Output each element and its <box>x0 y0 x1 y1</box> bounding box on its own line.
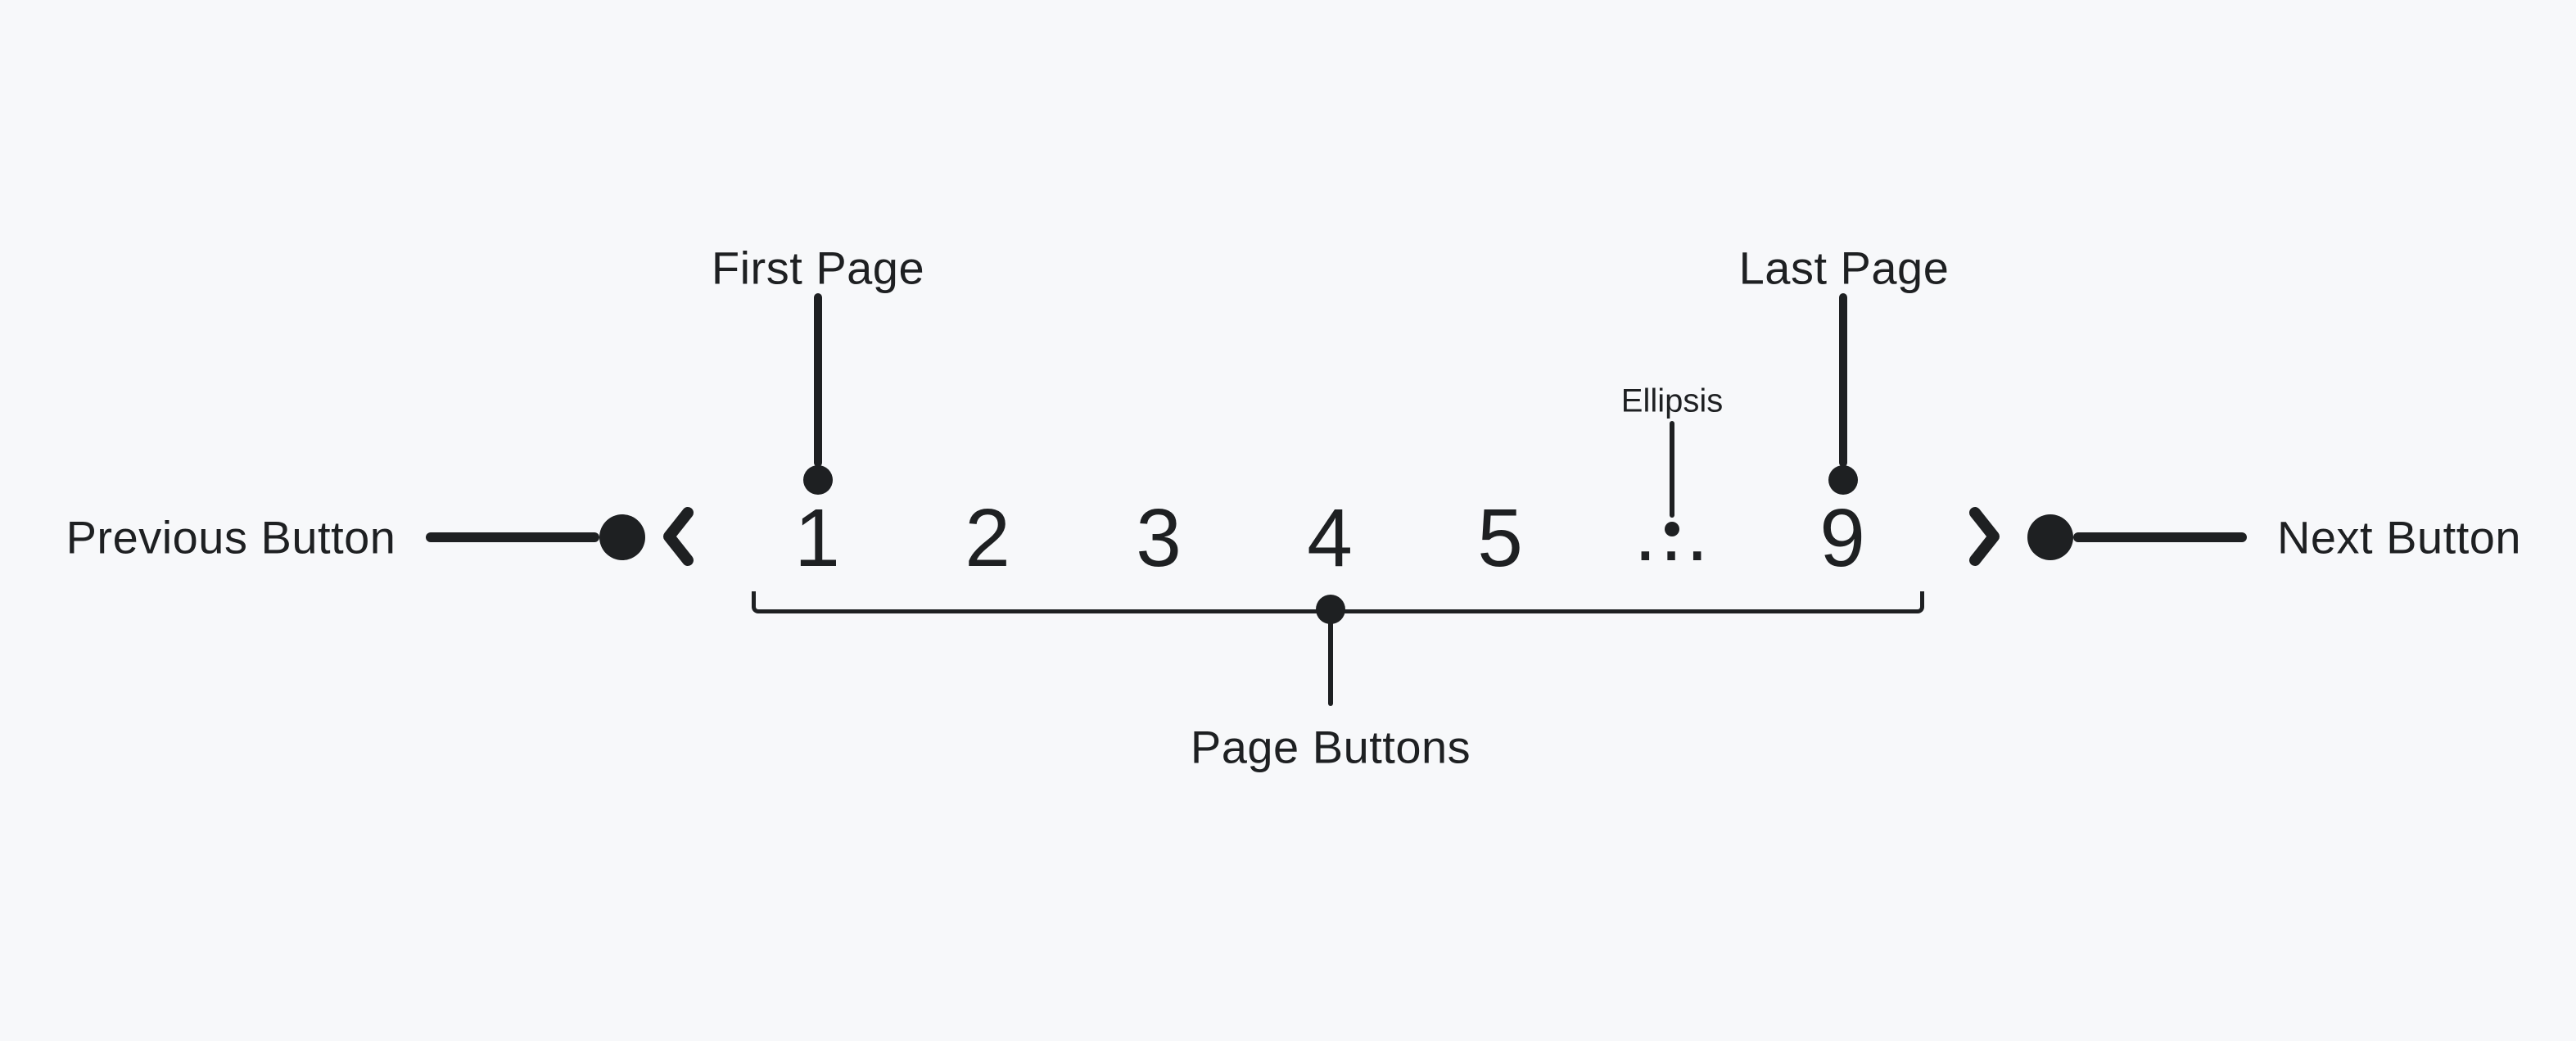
first-page-callout-label: First Page <box>711 242 925 294</box>
next-callout-dot <box>2027 514 2073 560</box>
chevron-left-icon <box>659 505 697 568</box>
ellipsis-callout-line <box>1670 421 1674 518</box>
page-button-4[interactable]: 4 <box>1307 492 1353 584</box>
previous-button-callout-label: Previous Button <box>66 511 396 563</box>
ellipsis-callout-dot <box>1665 522 1679 536</box>
next-button-callout-label: Next Button <box>2276 511 2522 563</box>
page-button-5[interactable]: 5 <box>1477 492 1523 584</box>
page-buttons-callout-label: Page Buttons <box>1190 721 1471 773</box>
previous-callout-dot <box>599 514 645 560</box>
last-page-callout-line <box>1839 293 1847 467</box>
page-buttons-callout-line <box>1328 609 1333 706</box>
chevron-right-icon <box>1966 505 2004 568</box>
previous-page-button[interactable] <box>659 505 697 568</box>
last-page-callout-label: Last Page <box>1738 242 1950 294</box>
page-button-2[interactable]: 2 <box>965 492 1010 584</box>
last-page-callout-dot <box>1828 465 1858 495</box>
page-button-3[interactable]: 3 <box>1136 492 1182 584</box>
first-page-callout-line <box>814 293 822 467</box>
next-callout-line <box>2073 532 2247 542</box>
first-page-callout-dot <box>803 465 833 495</box>
ellipsis-callout-label: Ellipsis <box>1620 382 1724 419</box>
next-page-button[interactable] <box>1966 505 2004 568</box>
page-button-9[interactable]: 9 <box>1819 492 1865 584</box>
previous-callout-line <box>426 532 599 542</box>
page-button-1[interactable]: 1 <box>794 492 840 584</box>
